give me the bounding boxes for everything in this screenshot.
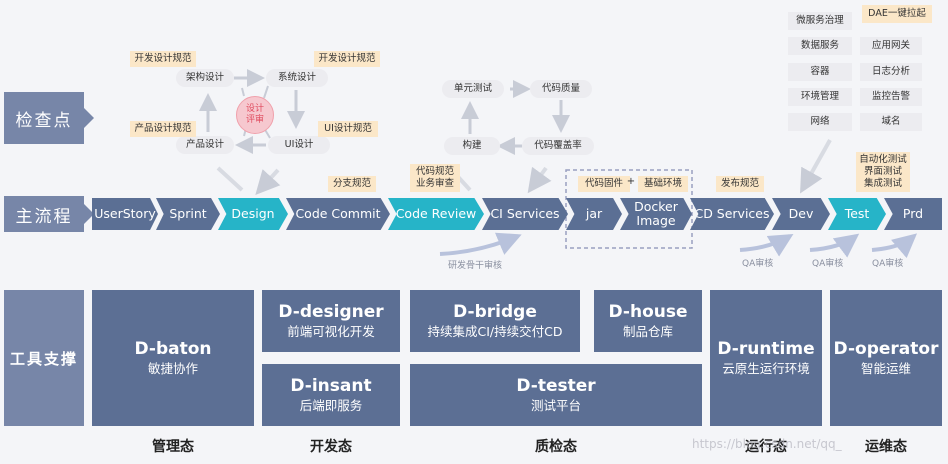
stage-dev: Dev [772, 198, 830, 230]
ops-item: 微服务治理 [788, 12, 852, 30]
category-label: 运维态 [865, 439, 907, 455]
stage-docker-image: Docker Image [620, 198, 692, 230]
ops-item: 应用网关 [860, 37, 922, 55]
stage-jar: jar [566, 198, 622, 230]
review-note: UI设计规范 [318, 121, 378, 137]
review-label: 研发骨干审核 [448, 261, 503, 271]
tool-d-house: D-house 制品仓库 [594, 290, 702, 352]
review-node: 系统设计 [266, 69, 328, 87]
ops-item: 日志分析 [860, 63, 922, 81]
ops-item: 环境管理 [788, 88, 852, 106]
tool-desc: 智能运维 [860, 361, 911, 376]
stage-note-branch: 分支规范 [328, 176, 376, 192]
row-label-main-flow: 主流程 [4, 196, 84, 232]
tool-name: D-operator [833, 339, 939, 359]
ops-item: 网络 [788, 113, 852, 131]
stage-userstory: UserStory [92, 198, 158, 230]
tool-desc: 敏捷协作 [147, 361, 198, 376]
review-node: UI设计 [268, 136, 330, 154]
row-arrow [84, 204, 94, 224]
tool-d-insant: D-insant 后端即服务 [262, 364, 400, 426]
design-review-center: 设计 评审 [236, 96, 274, 134]
watermark: https://blog.csdn.net/qq_ [692, 437, 842, 451]
review-node: 架构设计 [176, 69, 234, 87]
category-label: 管理态 [152, 439, 194, 455]
tool-d-bridge: D-bridge 持续集成CI/持续交付CD [410, 290, 580, 352]
stage-note-release: 发布规范 [716, 176, 764, 192]
category-label: 运行态 [745, 439, 787, 455]
tool-desc: 制品仓库 [622, 324, 673, 339]
review-label: QA审核 [812, 259, 844, 269]
review-label: QA审核 [872, 259, 904, 269]
ops-item: 域名 [860, 113, 922, 131]
tool-d-designer: D-designer 前端可视化开发 [262, 290, 400, 352]
tool-d-baton: D-baton 敏捷协作 [92, 290, 254, 426]
tool-name: D-insant [290, 376, 372, 396]
tool-name: D-designer [278, 302, 384, 322]
tool-d-operator: D-operator 智能运维 [830, 290, 942, 426]
stage-prd: Prd [884, 198, 942, 230]
tool-name: D-tester [516, 376, 596, 396]
tool-desc: 前端可视化开发 [287, 324, 375, 339]
row-label-checkpoint: 检查点 [4, 92, 84, 144]
ops-item: 监控告警 [860, 88, 922, 106]
ci-check-node: 代码质量 [530, 80, 592, 98]
category-label: 开发态 [310, 439, 352, 455]
tool-desc: 持续集成CI/持续交付CD [427, 324, 563, 339]
stage-note-test: 自动化测试 界面测试 集成测试 [856, 152, 910, 192]
category-label: 质检态 [535, 439, 577, 455]
tool-desc: 云原生运行环境 [722, 361, 810, 376]
stage-ci-services: CI Services [482, 198, 568, 230]
stage-note-code-review: 代码规范 业务审查 [410, 164, 460, 192]
ci-check-node: 单元测试 [442, 80, 504, 98]
ops-item: 容器 [788, 63, 852, 81]
review-node: 产品设计 [176, 136, 234, 154]
tool-name: D-house [608, 302, 688, 322]
stage-sprint: Sprint [156, 198, 220, 230]
ci-check-node: 代码覆盖率 [522, 137, 594, 155]
stage-cd-services: CD Services [690, 198, 774, 230]
plus-sign: + [626, 176, 636, 187]
ops-item: 数据服务 [788, 37, 852, 55]
stage-note-artifact: 代码固件 [578, 176, 630, 192]
ops-item-note: DAE一键拉起 [862, 5, 932, 23]
row-arrow [84, 108, 94, 128]
row-label-tool-support: 工具支撑 [4, 290, 84, 426]
tool-desc: 测试平台 [530, 398, 581, 413]
review-note: 产品设计规范 [130, 121, 196, 137]
tool-name: D-baton [134, 339, 212, 359]
stage-test: Test [828, 198, 886, 230]
stage-code-commit: Code Commit [286, 198, 390, 230]
review-note: 开发设计规范 [314, 51, 380, 67]
review-label: QA审核 [742, 259, 774, 269]
stage-code-review: Code Review [388, 198, 484, 230]
ci-check-node: 构建 [444, 137, 500, 155]
stage-design: Design [218, 198, 288, 230]
tool-d-runtime: D-runtime 云原生运行环境 [710, 290, 822, 426]
tool-d-tester: D-tester 测试平台 [410, 364, 702, 426]
tool-desc: 后端即服务 [299, 398, 363, 413]
review-note: 开发设计规范 [130, 51, 196, 67]
stage-note-base-env: 基础环境 [638, 176, 688, 192]
tool-name: D-runtime [717, 339, 815, 359]
tool-name: D-bridge [453, 302, 537, 322]
